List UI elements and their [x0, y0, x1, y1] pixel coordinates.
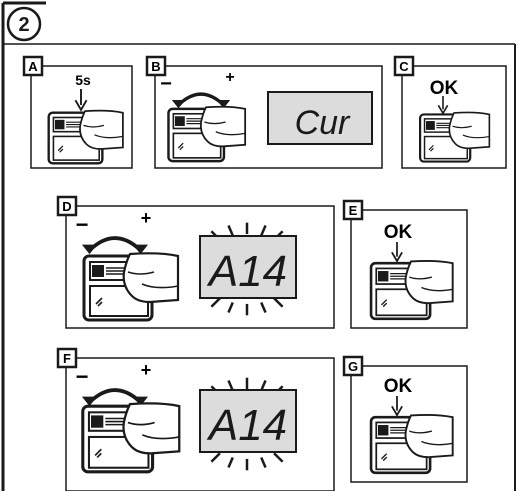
panel-c: C OK [393, 55, 507, 169]
lcd-display [199, 235, 297, 299]
panel-f-minus: − [76, 364, 89, 389]
panel-a-caption: 5s [75, 72, 91, 88]
step-number: 2 [18, 14, 29, 36]
panel-b-plus: + [225, 69, 234, 86]
panel-a-letter-box [22, 55, 44, 77]
panel-d: D − + A14 [56, 195, 335, 329]
panel-c-letter: C [399, 59, 409, 74]
panel-e: E OK [342, 199, 468, 329]
lcd-display [267, 91, 373, 145]
lcd-text-a14: A14 [206, 401, 287, 450]
panel-g-caption: OK [384, 376, 413, 397]
panel-c-caption: OK [430, 78, 459, 99]
lcd-display [199, 389, 297, 453]
panel-b: B − + Cur [145, 55, 383, 169]
panel-d-minus: − [76, 212, 89, 237]
panel-b-minus: − [160, 73, 172, 95]
panel-f: F − + A14 [56, 347, 335, 491]
panel-a: A 5s [22, 55, 133, 169]
lcd-text-cur: Cur [295, 104, 351, 142]
lcd-text-a14: A14 [206, 247, 287, 296]
panel-g: G OK [342, 355, 468, 483]
panel-f-plus: + [141, 360, 152, 380]
panel-e-letter: E [349, 203, 358, 218]
panel-g-letter: G [348, 359, 358, 374]
panel-d-letter: D [62, 199, 71, 214]
panel-f-letter: F [63, 351, 71, 366]
step-number-badge: 2 [6, 6, 42, 42]
panel-d-plus: + [141, 208, 152, 228]
panel-b-letter: B [151, 59, 160, 74]
panel-e-caption: OK [384, 222, 413, 243]
panel-a-letter: A [28, 59, 38, 74]
